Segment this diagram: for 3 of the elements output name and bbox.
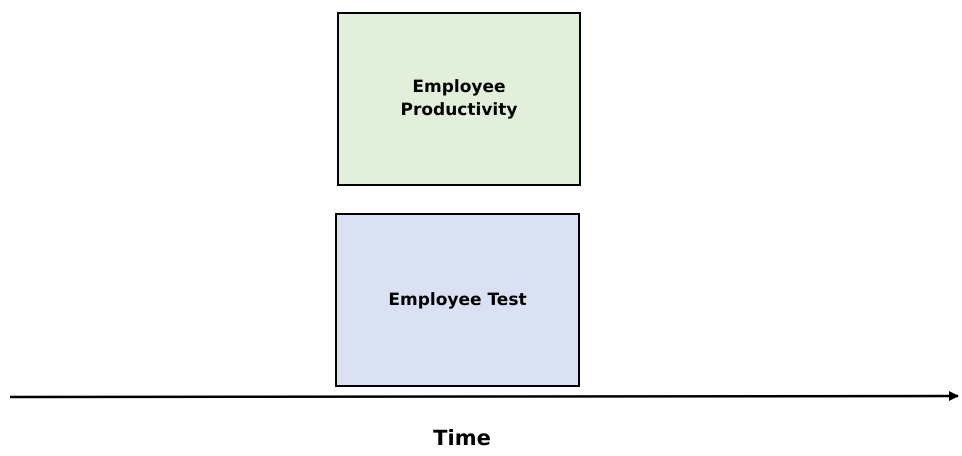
text-box: Employee Productivity <box>337 12 581 186</box>
text-box: Employee Test <box>335 213 580 387</box>
axis-label: Time <box>433 426 491 450</box>
